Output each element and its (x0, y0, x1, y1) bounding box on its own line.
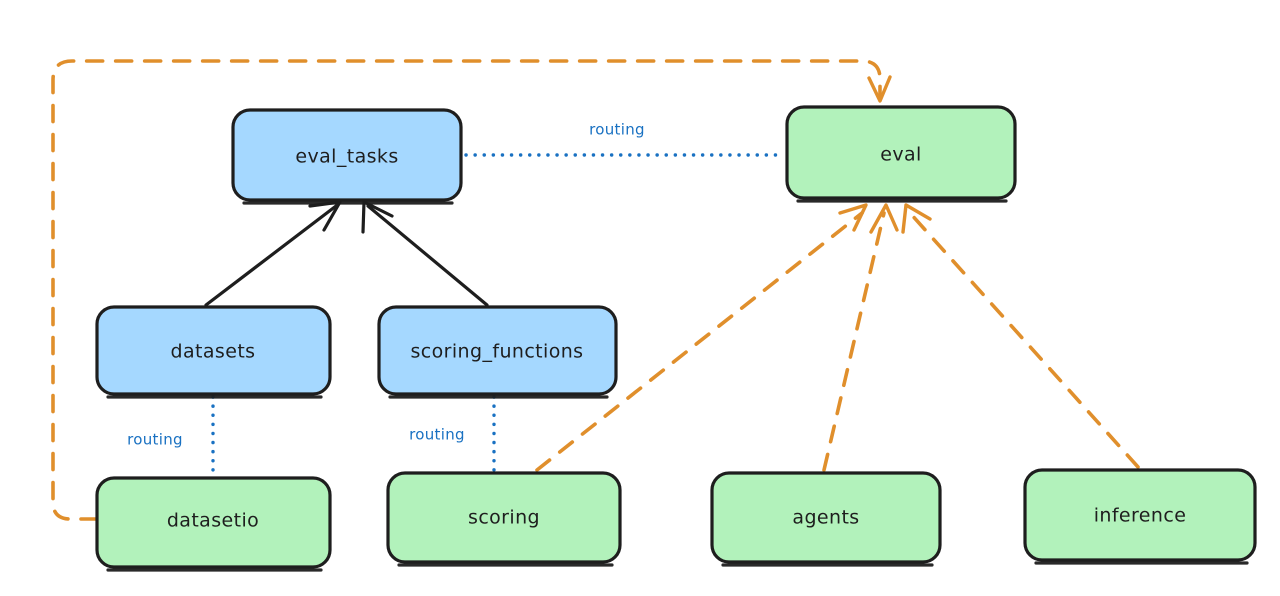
edge-labels-group: routing routing routing (127, 121, 645, 449)
edge-datasets-eval_tasks[interactable] (204, 200, 342, 307)
edge-inference-eval[interactable] (901, 203, 1140, 469)
edge-inference-eval-arrowhead (901, 203, 932, 234)
dependency-edges-group (51, 59, 1140, 521)
edge-datasetio-eval-path (51, 59, 882, 521)
node-scoring_functions-box (377, 305, 618, 396)
edge-agents-eval-arrowhead (869, 203, 899, 234)
node-datasets-label: datasets (171, 341, 256, 363)
node-inference-label: inference (1094, 505, 1187, 527)
edge-agents-eval-path (822, 211, 886, 472)
node-datasets[interactable]: datasets (95, 305, 332, 399)
label-routing-eval: routing (589, 121, 645, 139)
node-datasetio[interactable]: datasetio (95, 476, 332, 572)
node-eval-label: eval (880, 144, 921, 166)
label-routing-datasetio: routing (127, 431, 183, 449)
node-scoring_functions[interactable]: scoring_functions (377, 305, 618, 399)
node-eval_tasks-label: eval_tasks (295, 146, 398, 168)
edge-inference-eval-path (908, 211, 1140, 469)
edge-scoring_functions-eval_tasks-path (366, 204, 489, 307)
nodes-group: eval_tasks eval datasets scoring_functio… (95, 105, 1257, 572)
edge-datasetio-eval[interactable] (51, 59, 892, 521)
edge-scoring-eval-path (535, 211, 864, 472)
node-agents-label: agents (792, 507, 859, 529)
node-scoring-label: scoring (468, 507, 540, 529)
edge-scoring-eval-arrowhead (838, 203, 868, 232)
node-scoring-box (386, 471, 622, 564)
edge-datasets-eval_tasks-path (204, 204, 338, 307)
node-inference[interactable]: inference (1023, 468, 1257, 565)
edge-scoring_functions-eval_tasks[interactable] (361, 200, 489, 307)
solid-edges-group (204, 200, 489, 307)
node-scoring[interactable]: scoring (386, 471, 622, 567)
edge-agents-eval[interactable] (822, 203, 899, 472)
node-agents[interactable]: agents (710, 471, 942, 567)
node-datasetio-label: datasetio (167, 510, 259, 532)
edge-scoring-eval[interactable] (535, 203, 868, 472)
node-eval[interactable]: eval (785, 105, 1017, 203)
node-agents-box (710, 471, 942, 564)
node-eval-box (785, 105, 1017, 200)
node-datasets-box (95, 305, 332, 396)
node-scoring_functions-label: scoring_functions (411, 341, 584, 363)
label-routing-scoring: routing (409, 426, 465, 444)
node-inference-box (1023, 468, 1257, 562)
node-eval_tasks-box (231, 108, 463, 202)
node-eval_tasks[interactable]: eval_tasks (231, 108, 463, 205)
edge-datasetio-eval-arrowhead (867, 75, 892, 103)
node-datasetio-box (95, 476, 332, 569)
routing-edges-group (211, 153, 786, 476)
